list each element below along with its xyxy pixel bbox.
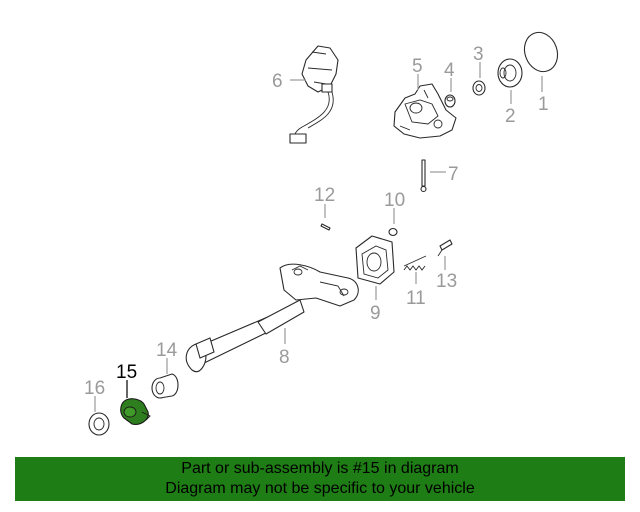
part-10-nut[interactable] <box>388 227 398 237</box>
callout-5: 5 <box>412 56 423 77</box>
part-12-screw[interactable] <box>320 223 331 231</box>
part-13-bolt[interactable] <box>437 239 453 257</box>
callout-15: 15 <box>116 362 137 383</box>
callout-11: 11 <box>406 288 426 309</box>
callout-1: 1 <box>538 94 549 115</box>
part-9-housing[interactable] <box>355 235 395 285</box>
callout-4: 4 <box>444 60 455 81</box>
part-11-spring[interactable] <box>403 255 427 271</box>
part-7-pin[interactable] <box>420 159 427 193</box>
part-16-washer[interactable] <box>88 412 110 436</box>
callout-13: 13 <box>436 271 457 292</box>
part-8-column-tube[interactable] <box>185 263 359 373</box>
callout-16: 16 <box>84 378 105 399</box>
callout-10: 10 <box>384 190 405 211</box>
callout-3: 3 <box>473 44 484 65</box>
callout-12: 12 <box>314 185 335 206</box>
part-1-cover[interactable] <box>519 28 563 77</box>
part-15-bearing[interactable] <box>120 398 151 425</box>
callout-8: 8 <box>279 347 290 368</box>
callout-14: 14 <box>156 340 178 361</box>
parts-diagram: 1 2 3 4 5 6 7 8 9 10 11 12 13 14 15 16 <box>84 28 563 436</box>
callout-7: 7 <box>448 164 459 185</box>
banner-line-2: Diagram may not be specific to your vehi… <box>165 480 475 497</box>
callout-9: 9 <box>370 303 381 324</box>
info-banner: Part or sub-assembly is #15 in diagram D… <box>15 457 625 501</box>
callout-2: 2 <box>505 106 516 127</box>
part-4-bushing[interactable] <box>444 94 456 108</box>
part-2-bearing[interactable] <box>497 58 523 88</box>
part-5-housing[interactable] <box>393 83 457 139</box>
part-6-switch[interactable] <box>289 45 339 144</box>
callout-6: 6 <box>272 71 283 92</box>
part-3-gear[interactable] <box>472 80 486 96</box>
banner-line-1: Part or sub-assembly is #15 in diagram <box>181 460 459 477</box>
part-14-sleeve[interactable] <box>151 373 179 399</box>
